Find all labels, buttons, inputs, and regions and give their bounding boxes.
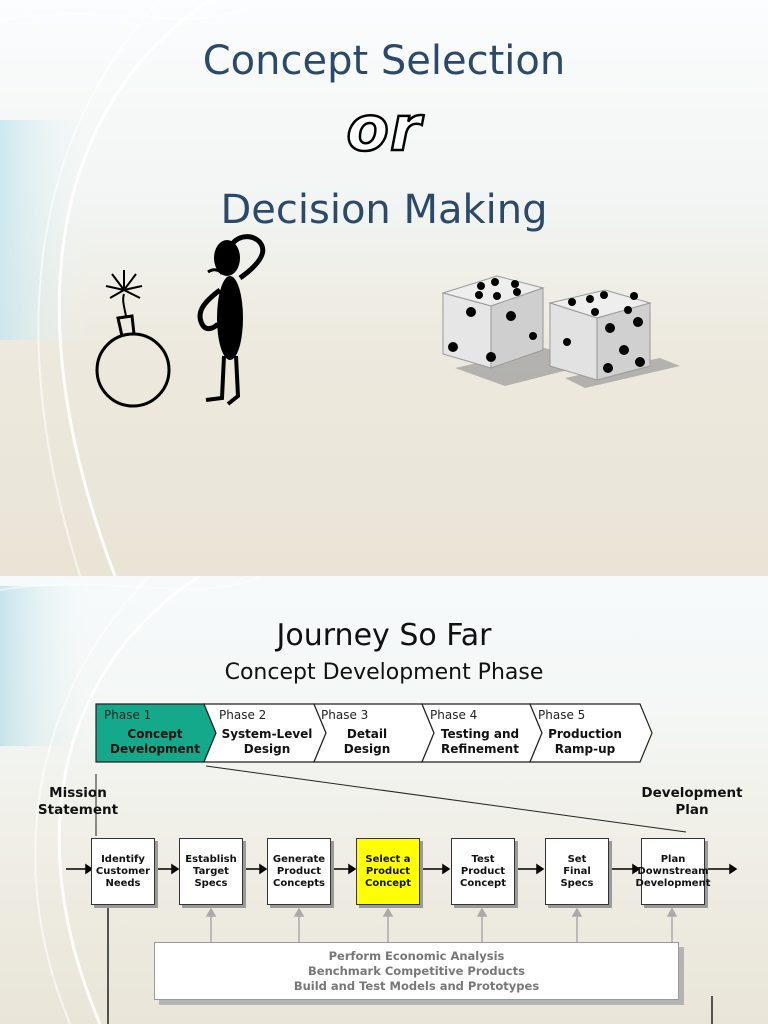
phase-3-label: Phase 3 <box>321 708 369 722</box>
phase-chevrons <box>66 703 738 1024</box>
phase-1-label: Phase 1 <box>104 708 152 722</box>
or-wordart: or <box>345 91 422 167</box>
title-decision-making: Decision Making <box>220 187 548 233</box>
supporting-activities-box: Perform Economic Analysis Benchmark Comp… <box>154 942 679 1000</box>
activity-build-test-models: Build and Test Models and Prototypes <box>293 979 540 993</box>
activity-arrows <box>205 907 678 942</box>
phase-5-label: Phase 5 <box>538 708 586 722</box>
phase-5-shape <box>529 703 653 763</box>
activity-benchmark: Benchmark Competitive Products <box>308 964 525 978</box>
slide-background <box>0 0 768 576</box>
slide-journey-so-far: Journey So Far Concept Development Phase <box>0 576 768 1024</box>
activity-economic-analysis: Perform Economic Analysis <box>328 949 505 963</box>
confused-person-icon <box>197 234 266 406</box>
phase-4-label: Phase 4 <box>430 708 478 722</box>
process-arrows <box>66 863 738 875</box>
title-concept-selection: Concept Selection <box>202 38 566 84</box>
slide-title: Journey So Far <box>276 618 492 653</box>
dice-icon <box>441 275 680 388</box>
expansion-line-right <box>205 765 687 833</box>
bomb-icon <box>95 270 171 408</box>
slide-subtitle: Concept Development Phase <box>224 660 544 685</box>
slide-concept-selection: Concept Selection or Decision Making <box>0 0 768 576</box>
phase-2-label: Phase 2 <box>219 708 267 722</box>
